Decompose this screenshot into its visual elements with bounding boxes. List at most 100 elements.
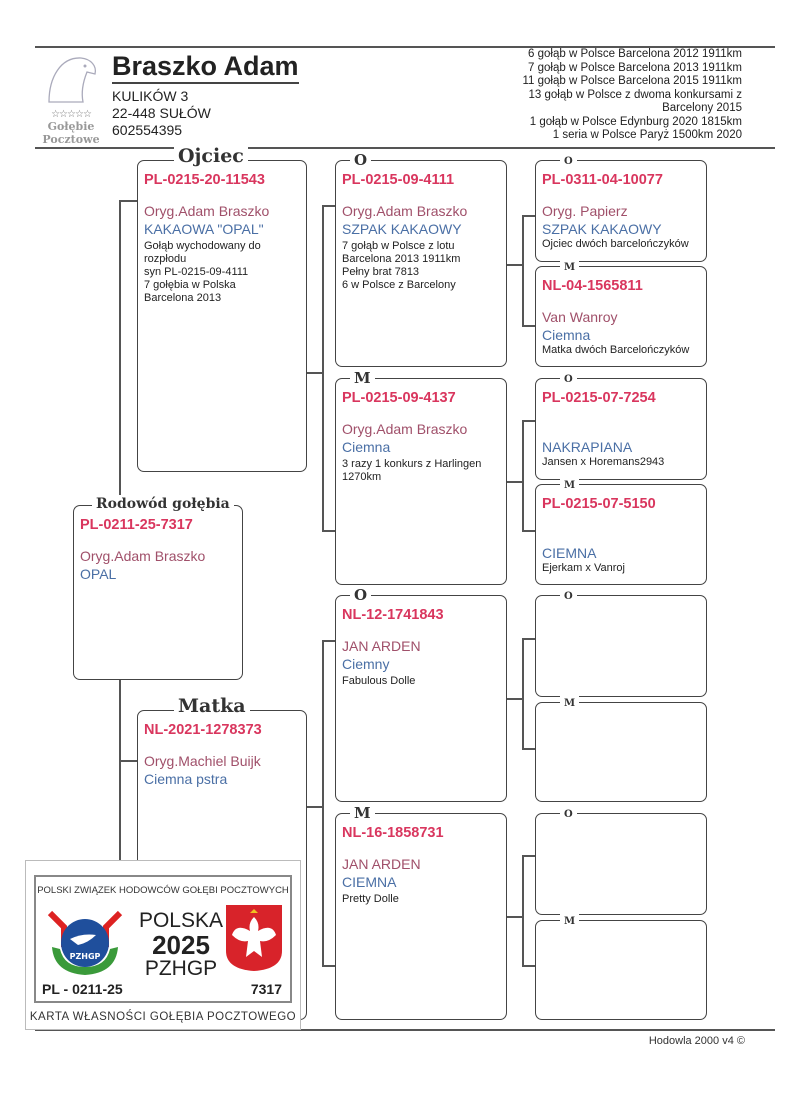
connector bbox=[322, 530, 335, 532]
card-frame: POLSKI ZWIĄZEK HODOWCÓW GOŁĘBI POCZTOWYC… bbox=[34, 875, 292, 1003]
ring-number: PL-0311-04-10077 bbox=[542, 172, 663, 188]
card-ring-prefix: PL - 0211-25 bbox=[42, 981, 123, 997]
pedigree-box-mf: O NL-12-1741843 JAN ARDEN Ciemny Fabulou… bbox=[335, 586, 507, 802]
ring-number: NL-04-1565811 bbox=[542, 278, 643, 294]
connector bbox=[522, 420, 524, 530]
pigeon-color: CIEMNA bbox=[542, 545, 597, 561]
breeder: Oryg.Machiel Buijk bbox=[144, 753, 261, 769]
notes: Fabulous Dolle bbox=[342, 675, 416, 687]
pedigree-box-mmm: M bbox=[535, 913, 707, 1020]
card-country: POLSKA bbox=[138, 909, 224, 932]
ring-number: PL-0215-09-4137 bbox=[342, 390, 456, 406]
connector bbox=[322, 205, 324, 530]
card-year: 2025 bbox=[152, 930, 210, 960]
logo-text: Pocztowe bbox=[42, 133, 100, 146]
pedigree-box-father: Ojciec PL-0215-20-11543 Oryg.Adam Braszk… bbox=[137, 147, 307, 472]
connector bbox=[322, 205, 335, 207]
ring-number: PL-0211-25-7317 bbox=[80, 517, 193, 533]
connector bbox=[522, 530, 535, 532]
connector bbox=[507, 698, 522, 700]
pedigree-box-mm: M NL-16-1858731 JAN ARDEN CIEMNA Pretty … bbox=[335, 804, 507, 1020]
pedigree-box-mfm: M bbox=[535, 695, 707, 802]
box-label: O bbox=[560, 806, 577, 824]
box-label: M bbox=[350, 804, 375, 822]
connector bbox=[307, 372, 322, 374]
card-org: PZHGP bbox=[144, 957, 218, 980]
pedigree-box-ff: O PL-0215-09-4111 Oryg.Adam Braszko SZPA… bbox=[335, 151, 507, 367]
pigeon-color: CIEMNA bbox=[342, 874, 397, 890]
pzhgp-emblem-icon: PZHGP bbox=[47, 910, 123, 975]
address-city: 22-448 SUŁÓW bbox=[112, 105, 211, 121]
breeder: Oryg. Papierz bbox=[542, 203, 628, 219]
connector bbox=[522, 215, 524, 325]
ring-number: PL-0215-07-5150 bbox=[542, 496, 656, 512]
breeder: JAN ARDEN bbox=[342, 638, 421, 654]
pigeon-color: Ciemna pstra bbox=[144, 771, 228, 787]
notes: Jansen x Horemans2943 bbox=[542, 456, 665, 468]
ring-number: PL-0215-09-4111 bbox=[342, 172, 455, 188]
pedigree-box-ffm: M NL-04-1565811 Van Wanroy Ciemna Matka … bbox=[535, 259, 707, 367]
pedigree-box-mff: O bbox=[535, 588, 707, 697]
pedigree-box-subject: Rodowód gołębia PL-0211-25-7317 Oryg.Ada… bbox=[73, 495, 243, 680]
footer-version: Hodowla 2000 v4 © bbox=[648, 1035, 745, 1047]
connector bbox=[522, 965, 535, 967]
ring-number: NL-12-1741843 bbox=[342, 607, 444, 623]
connector bbox=[322, 640, 335, 642]
logo: ☆☆☆☆☆ Gołębie Pocztowe bbox=[38, 52, 104, 146]
connector bbox=[322, 965, 335, 967]
owner-address: KULIKÓW 3 22-448 SUŁÓW 602554395 bbox=[112, 88, 211, 139]
connector bbox=[119, 760, 137, 762]
eagle-logo-icon bbox=[48, 57, 97, 103]
notes: Matka dwóch Barcelończyków bbox=[542, 344, 690, 356]
box-label: M bbox=[560, 259, 580, 277]
box-label: O bbox=[560, 371, 577, 389]
connector bbox=[307, 806, 322, 808]
notes: Ejerkam x Vanroj bbox=[542, 562, 625, 574]
pigeon-color: Ciemny bbox=[342, 656, 390, 672]
emblem-text: PZHGP bbox=[70, 952, 101, 961]
notes: 7 gołąb w Polsce z lotu Barcelona 2013 1… bbox=[342, 240, 461, 291]
box-label: M bbox=[560, 913, 580, 931]
connector bbox=[522, 420, 535, 422]
connector bbox=[507, 481, 522, 483]
connector bbox=[522, 855, 524, 965]
connector bbox=[522, 748, 535, 750]
pigeon-color: NAKRAPIANA bbox=[542, 439, 633, 455]
box-label: O bbox=[560, 588, 577, 606]
pedigree-box-fmf: O PL-0215-07-7254 NAKRAPIANA Jansen x Ho… bbox=[535, 371, 707, 480]
box-label: O bbox=[350, 586, 372, 604]
ring-number: PL-0215-07-7254 bbox=[542, 390, 656, 406]
pedigree-box-mmf: O bbox=[535, 806, 707, 915]
achievements: 6 gołąb w Polsce Barcelona 2012 1911km 7… bbox=[522, 48, 743, 141]
ring-number: NL-16-1858731 bbox=[342, 825, 444, 841]
ring-number: NL-2021-1278373 bbox=[144, 722, 262, 738]
box-label: M bbox=[560, 695, 580, 713]
card-title: POLSKA 2025 PZHGP bbox=[136, 909, 226, 981]
box-label: Matka bbox=[174, 697, 250, 716]
notes: Gołąb wychodowany do rozpłodu syn PL-021… bbox=[144, 240, 261, 304]
bottom-divider bbox=[35, 1029, 775, 1031]
pigeon-color: Ciemna bbox=[542, 327, 591, 343]
notes: Pretty Dolle bbox=[342, 893, 399, 905]
address-street: KULIKÓW 3 bbox=[112, 88, 189, 104]
pigeon-color: SZPAK KAKAOWY bbox=[542, 221, 662, 237]
pigeon-color: KAKAOWA "OPAL" bbox=[144, 221, 264, 237]
pigeon-color: SZPAK KAKAOWY bbox=[342, 221, 462, 237]
breeder: Oryg.Adam Braszko bbox=[144, 203, 270, 219]
connector bbox=[522, 638, 524, 748]
connector bbox=[522, 638, 535, 640]
breeder: Oryg.Adam Braszko bbox=[342, 421, 468, 437]
polish-eagle-icon bbox=[226, 905, 282, 971]
connector bbox=[322, 640, 324, 965]
ownership-card: POLSKI ZWIĄZEK HODOWCÓW GOŁĘBI POCZTOWYC… bbox=[25, 860, 301, 1030]
card-header: POLSKI ZWIĄZEK HODOWCÓW GOŁĘBI POCZTOWYC… bbox=[37, 885, 289, 896]
box-label: M bbox=[350, 369, 375, 387]
owner-name: Braszko Adam bbox=[112, 50, 299, 84]
notes: 3 razy 1 konkurs z Harlingen 1270km bbox=[342, 458, 482, 483]
connector bbox=[507, 264, 522, 266]
card-ring-number: 7317 bbox=[250, 981, 282, 997]
connector bbox=[522, 325, 535, 327]
box-label: Rodowód gołębia bbox=[92, 495, 234, 513]
pedigree-box-fmm: M PL-0215-07-5150 CIEMNA Ejerkam x Vanro… bbox=[535, 477, 707, 585]
connector bbox=[522, 855, 535, 857]
